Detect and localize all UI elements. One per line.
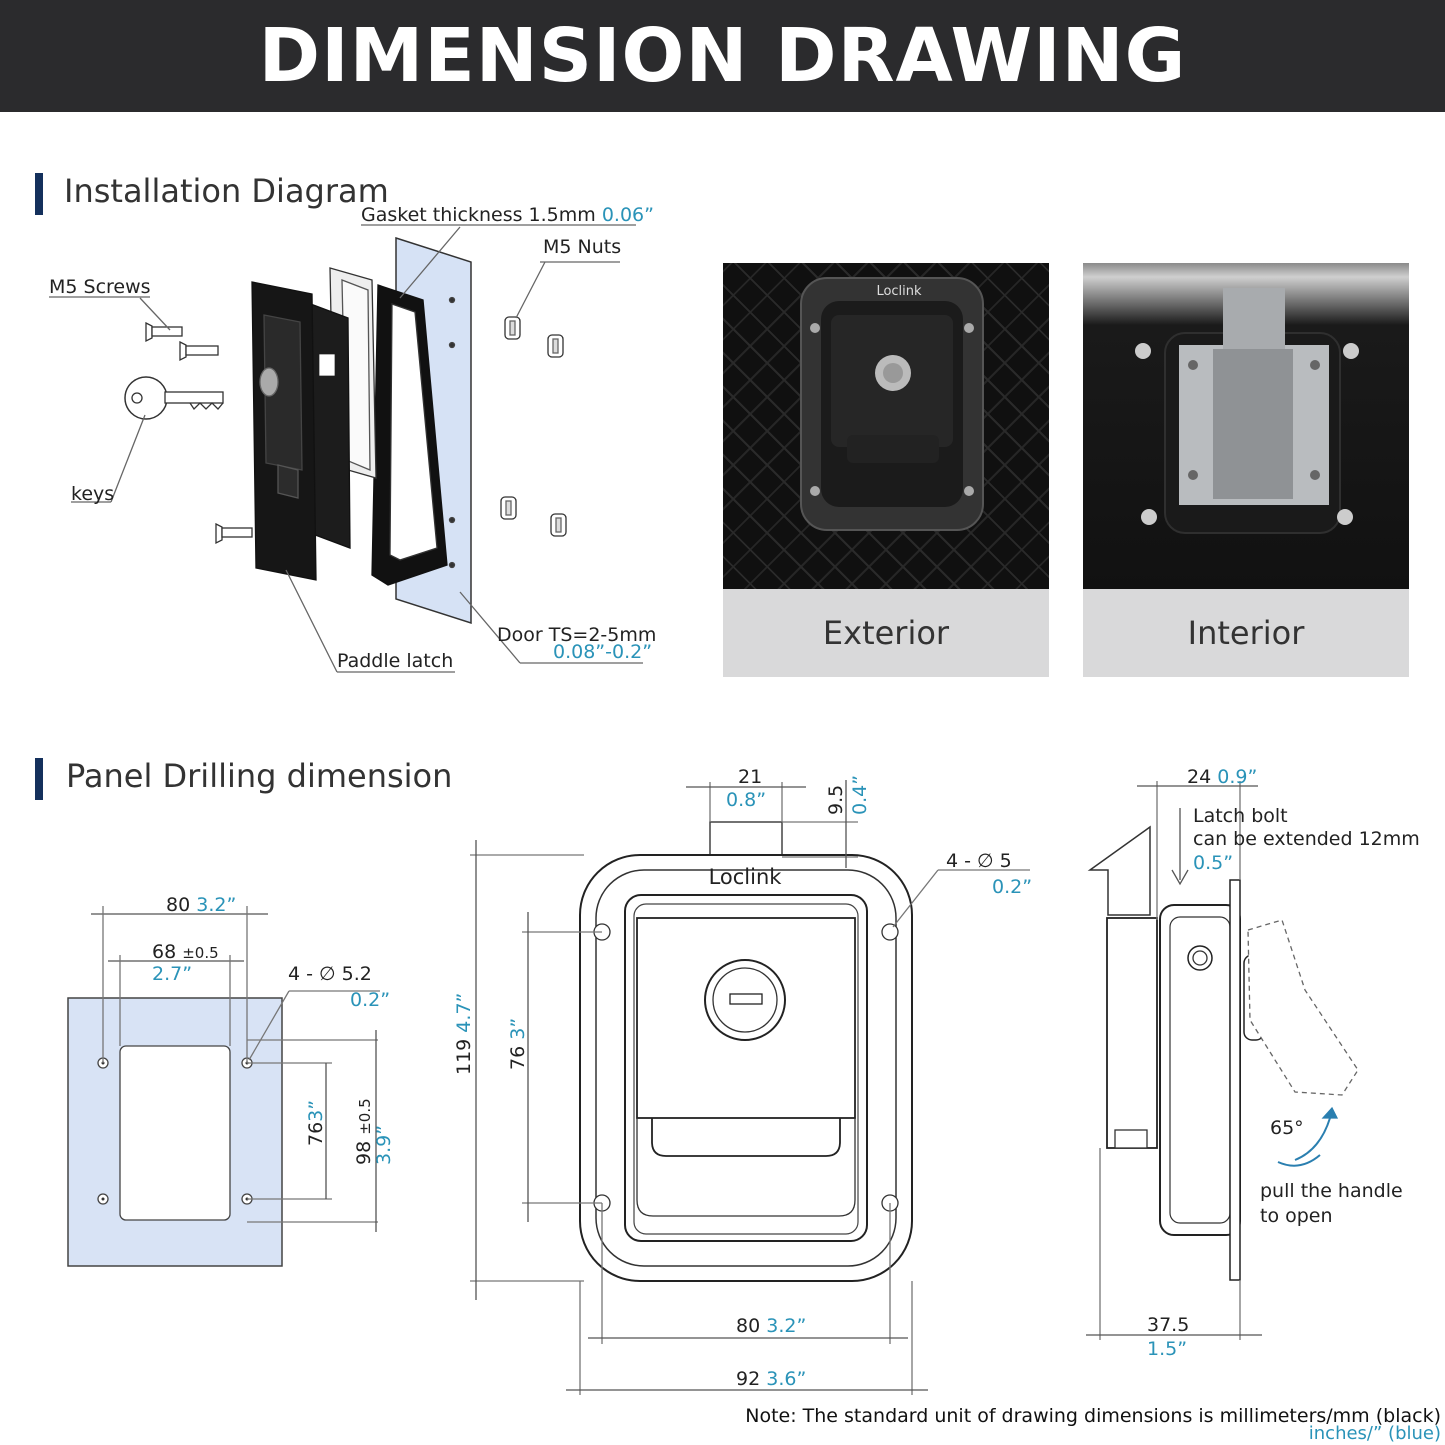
screw-icon: [215, 522, 253, 545]
page-title: DIMENSION DRAWING: [258, 13, 1187, 99]
brand-logo: Loclink: [876, 284, 922, 299]
screw-icon: [179, 340, 219, 362]
panel-hole-inch: 0.2”: [350, 989, 390, 1011]
cutout: [119, 1045, 231, 1221]
angle-label: 65°: [1270, 1117, 1304, 1139]
units-note: Note: The standard unit of drawing dimen…: [745, 1405, 1441, 1427]
door-label: Door TS=2-5mm: [497, 624, 656, 646]
overall-height-label: 119 4.7”: [453, 993, 475, 1075]
section-marker: [35, 758, 43, 800]
keys-label: keys: [71, 483, 114, 505]
panel-hole-label: 4 - ∅ 5.2: [288, 963, 372, 985]
brand-logo: Loclink: [709, 865, 783, 889]
side-depth-label: 24 0.9”: [1187, 766, 1257, 788]
interior-latch-image: [1135, 288, 1359, 534]
handle-open-position: [1247, 919, 1359, 1096]
interior-label: Interior: [1187, 614, 1305, 652]
cutout-width-inch: 2.7”: [152, 963, 192, 985]
rotate-arrow-icon: [1294, 1117, 1331, 1161]
side-latch-bolt: [1087, 825, 1151, 916]
door-inch-label: 0.08”-0.2”: [553, 641, 652, 663]
cutout-height-inch: 3.9”: [373, 1125, 395, 1165]
paddle-latch-label: Paddle latch: [337, 650, 453, 672]
flange-hole-inch: 0.2”: [992, 876, 1032, 898]
nut-icon: [550, 513, 567, 537]
interior-photo: Interior: [1083, 263, 1409, 677]
latch-extend-inch: 0.5”: [1193, 852, 1233, 874]
hole-width-label: 80 3.2”: [736, 1315, 806, 1337]
bolt-width-inch: 0.8”: [726, 789, 766, 811]
screw-icon: [145, 321, 183, 343]
exterior-latch-image: Loclink: [800, 277, 984, 531]
side-width-inch: 1.5”: [1147, 1338, 1187, 1360]
gasket-label: Gasket thickness 1.5mm 0.06”: [361, 204, 654, 226]
panel-hole-spacing-label: 763”: [305, 1100, 327, 1146]
latch-bolt: [709, 821, 783, 859]
bolt-width-label: 21: [738, 766, 762, 788]
screws-label: M5 Screws: [49, 276, 151, 298]
installation-section-title: Installation Diagram: [64, 172, 389, 210]
nuts-label: M5 Nuts: [543, 236, 621, 258]
cutout-width-label: 68 ±0.5: [152, 941, 219, 963]
section-marker: [35, 173, 43, 215]
side-width-label: 37.5: [1147, 1314, 1189, 1336]
key-icon: [124, 376, 224, 420]
nut-icon: [547, 334, 564, 358]
overall-width-label: 92 3.6”: [736, 1368, 806, 1390]
latch-extend-note: can be extended 12mm: [1193, 828, 1420, 850]
panel-width-label: 80 3.2”: [166, 894, 236, 916]
bolt-height-inch: 0.4”: [849, 775, 871, 815]
pull-handle-note: pull the handle: [1260, 1180, 1403, 1202]
header-banner: DIMENSION DRAWING: [0, 0, 1445, 112]
cutout-height-label: 98 ±0.5: [353, 1098, 375, 1165]
to-open-note: to open: [1260, 1205, 1333, 1227]
latch-bolt-note: Latch bolt: [1193, 805, 1288, 827]
flange-hole-label: 4 - ∅ 5: [946, 850, 1012, 872]
bolt-height-label: 9.5: [825, 785, 847, 815]
nut-icon: [504, 316, 521, 340]
nut-icon: [500, 496, 517, 520]
exterior-photo: Loclink Exterior: [723, 263, 1049, 677]
exterior-label: Exterior: [822, 614, 950, 652]
hole-spacing-label: 76 3”: [507, 1018, 529, 1070]
drilling-section-title: Panel Drilling dimension: [66, 757, 453, 795]
units-note-inches: inches/” (blue): [1308, 1423, 1441, 1444]
